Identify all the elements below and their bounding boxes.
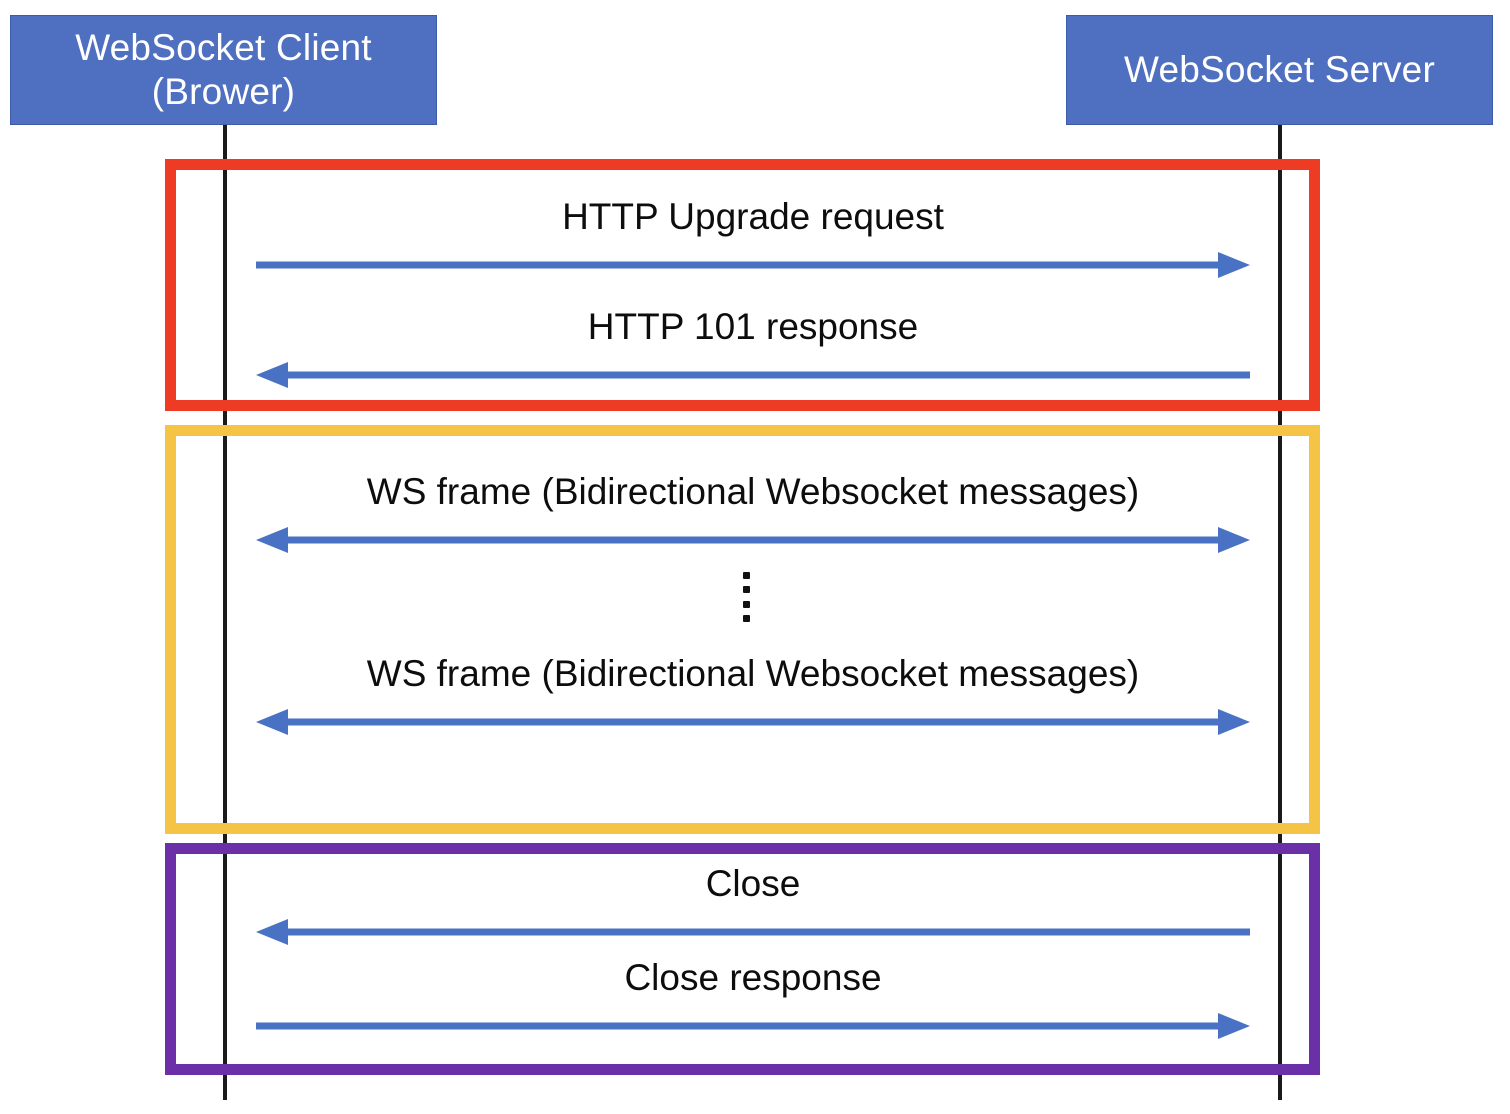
message-close-response-label: Close response (624, 957, 882, 998)
message-ws-frame-2: WS frame (Bidirectional Websocket messag… (256, 655, 1250, 735)
continuation-ellipsis-icon (735, 572, 757, 622)
ellipsis-dot (742, 572, 750, 579)
phase-box-data-transfer (165, 425, 1320, 834)
lifeline-server (1278, 125, 1282, 1100)
message-ws-frame-2-label: WS frame (Bidirectional Websocket messag… (366, 653, 1140, 694)
phase-box-handshake (165, 159, 1320, 411)
participant-client-line1: WebSocket Client (75, 27, 372, 69)
participant-server-line1: WebSocket Server (1124, 49, 1435, 91)
ellipsis-dot (742, 600, 750, 608)
message-close: Close (256, 865, 1250, 945)
message-ws-frame-1-label: WS frame (Bidirectional Websocket messag… (366, 471, 1140, 512)
message-close-label: Close (705, 863, 801, 904)
participant-client-line2: (Brower) (151, 71, 296, 112)
phase-box-close (165, 843, 1320, 1075)
arrow-right-icon (256, 252, 1250, 278)
arrow-bidirectional-icon (256, 709, 1250, 735)
message-upgrade-request: HTTP Upgrade request (256, 198, 1250, 278)
message-close-response: Close response (256, 959, 1250, 1039)
arrow-bidirectional-icon (256, 527, 1250, 553)
ellipsis-dot (742, 586, 750, 594)
message-ws-frame-1: WS frame (Bidirectional Websocket messag… (256, 473, 1250, 553)
participant-websocket-server: WebSocket Server (1066, 15, 1493, 125)
participant-websocket-client: WebSocket Client (Brower) (10, 15, 437, 125)
message-upgrade-request-label: HTTP Upgrade request (562, 196, 944, 237)
lifeline-client (223, 125, 227, 1100)
message-101-response-label: HTTP 101 response (587, 306, 919, 347)
message-101-response: HTTP 101 response (256, 308, 1250, 388)
arrow-right-icon (256, 1013, 1250, 1039)
arrow-left-icon (256, 362, 1250, 388)
ellipsis-dot (742, 614, 750, 622)
arrow-left-icon (256, 919, 1250, 945)
